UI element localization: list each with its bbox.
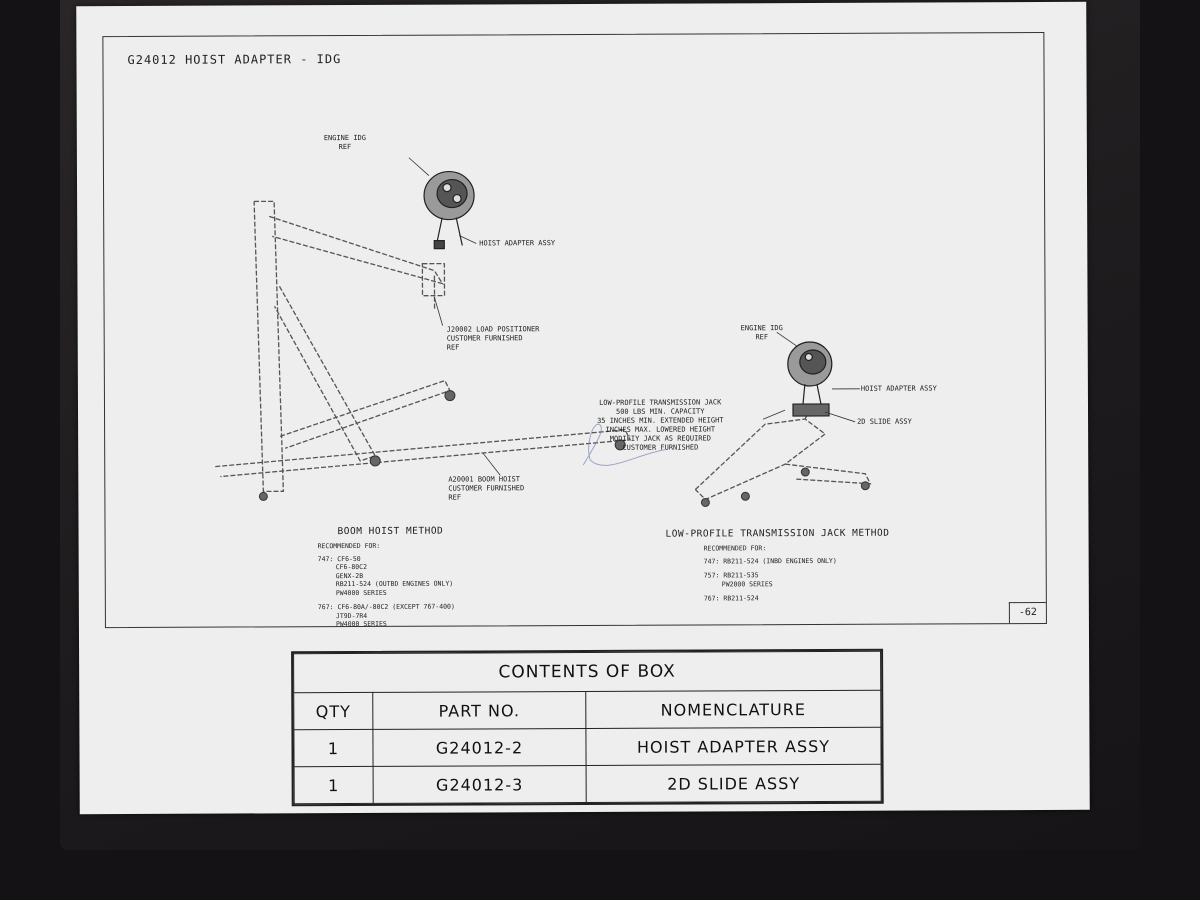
row-nomenclature: 2D SLIDE ASSY (586, 764, 882, 803)
row-nomenclature: HOIST ADAPTER ASSY (585, 727, 882, 766)
header-nomenclature: NOMENCLATURE (585, 690, 881, 729)
table-header-row: QTY PART NO. NOMENCLATURE (293, 690, 881, 730)
boom-hoist-method-heading: BOOM HOIST METHOD (337, 525, 444, 538)
contents-caption: CONTENTS OF BOX (293, 651, 881, 693)
row-part-no: G24012-3 (373, 765, 587, 804)
boom-hoist-label: A20001 BOOM HOIST CUSTOMER FURNISHED REF (448, 475, 525, 502)
row-qty: 1 (293, 729, 374, 767)
header-qty: QTY (293, 692, 373, 730)
drawing-frame: G24012 HOIST ADAPTER - IDG (102, 31, 1047, 629)
table-row: 1 G24012-3 2D SLIDE ASSY (294, 764, 882, 804)
right-engine-idg-label: ENGINE IDG REF (740, 324, 783, 342)
boom-hoist-recommendations: RECOMMENDED FOR: 747: CF6-50 CF6-80C2 GE… (317, 541, 455, 629)
technical-illustration (215, 157, 872, 507)
load-positioner-label: J20002 LOAD POSITIONER CUSTOMER FURNISHE… (446, 325, 540, 352)
instruction-sheet: G24012 HOIST ADAPTER - IDG (76, 1, 1090, 815)
left-hoist-adapter-label: HOIST ADAPTER ASSY (479, 239, 556, 248)
slide-assy-label: 2D SLIDE ASSY (857, 417, 912, 426)
sheet-number: -62 (1008, 601, 1046, 624)
contents-table: CONTENTS OF BOX QTY PART NO. NOMENCLATUR… (291, 648, 884, 807)
table-row: 1 G24012-2 HOIST ADAPTER ASSY (293, 727, 882, 767)
row-part-no: G24012-2 (372, 728, 587, 767)
jack-method-recommendations: RECOMMENDED FOR: 747: RB211-524 (INBD EN… (703, 544, 837, 603)
right-hoist-adapter-label: HOIST ADAPTER ASSY (860, 384, 937, 393)
header-part-no: PART NO. (372, 691, 586, 730)
jack-method-heading: LOW-PROFILE TRANSMISSION JACK METHOD (665, 527, 890, 540)
row-qty: 1 (294, 766, 374, 804)
left-engine-idg-label: ENGINE IDG REF (323, 133, 366, 152)
transmission-jack-label: LOW-PROFILE TRANSMISSION JACK 500 LBS MI… (597, 398, 724, 452)
